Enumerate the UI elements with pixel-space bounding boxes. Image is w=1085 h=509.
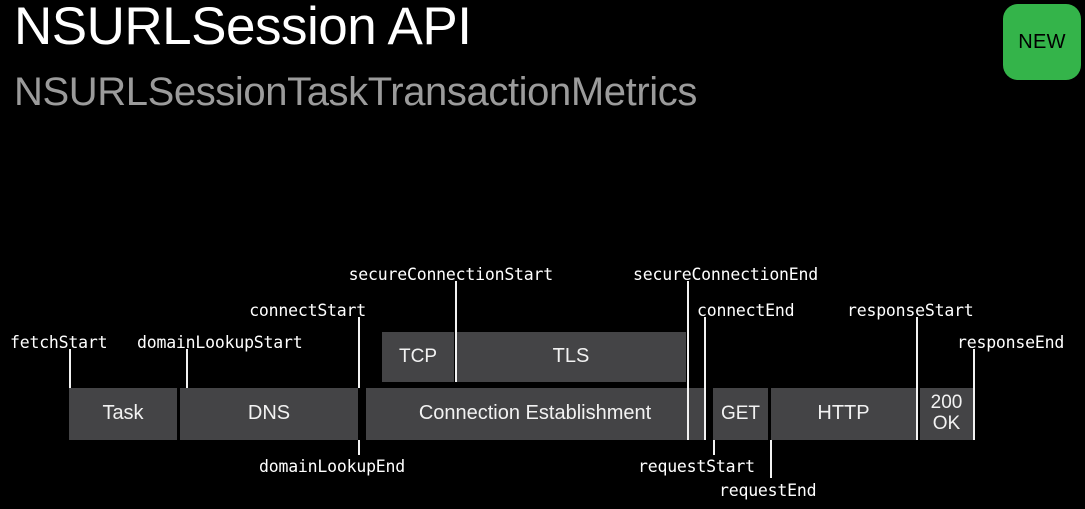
- segment-label: HTTP: [817, 402, 870, 425]
- segment-label: TCP: [399, 345, 437, 367]
- timeline-segment-task: Task: [69, 388, 177, 440]
- tick-secureConnectionEnd: [687, 281, 689, 440]
- mark-label-responseStart: responseStart: [847, 301, 974, 320]
- tick-domainLookupStart: [186, 349, 188, 388]
- tick-responseStart: [916, 317, 918, 440]
- page-title: NSURLSession API: [14, 0, 472, 56]
- segment-label: DNS: [247, 402, 291, 425]
- mark-label-domainLookupEnd: domainLookupEnd: [259, 457, 406, 476]
- mark-label-fetchStart: fetchStart: [10, 333, 108, 352]
- tick-fetchStart: [69, 349, 71, 388]
- page-subtitle: NSURLSessionTaskTransactionMetrics: [14, 70, 697, 114]
- tick-connectStart: [358, 317, 360, 388]
- tick-domainLookupEnd: [358, 440, 360, 455]
- tick-secureConnectionStart: [455, 281, 457, 382]
- new-badge: NEW: [1003, 4, 1081, 80]
- mark-label-requestStart: requestStart: [638, 457, 755, 476]
- mark-label-connectStart: connectStart: [249, 301, 366, 320]
- segment-label-line2: OK: [932, 413, 961, 434]
- mark-label-secureConnectionStart: secureConnectionStart: [348, 265, 554, 284]
- segment-label-line1: 200: [930, 392, 963, 414]
- mark-label-connectEnd: connectEnd: [697, 301, 795, 320]
- segment-label: Connection Establishment: [418, 402, 652, 425]
- tick-responseEnd: [973, 349, 975, 440]
- timeline-segment-connection-establishment: Connection Establishment: [366, 388, 704, 440]
- mark-label-responseEnd: responseEnd: [957, 333, 1065, 352]
- mark-label-secureConnectionEnd: secureConnectionEnd: [633, 265, 818, 284]
- new-badge-label: NEW: [1018, 30, 1066, 53]
- timeline-segment-dns: DNS: [180, 388, 358, 440]
- tick-connectEnd: [704, 317, 706, 440]
- timeline-segment-tls: TLS: [456, 332, 686, 382]
- segment-label: Task: [102, 402, 144, 425]
- tick-requestStart: [713, 440, 715, 455]
- segment-label: TLS: [552, 345, 590, 368]
- segment-label: GET: [720, 402, 761, 424]
- tick-requestEnd: [770, 440, 772, 478]
- mark-label-domainLookupStart: domainLookupStart: [137, 333, 303, 352]
- timeline-segment-tcp: TCP: [382, 332, 454, 382]
- timeline-segment-http: HTTP: [771, 388, 916, 440]
- timeline-segment-get: GET: [713, 388, 768, 440]
- mark-label-requestEnd: requestEnd: [719, 481, 817, 500]
